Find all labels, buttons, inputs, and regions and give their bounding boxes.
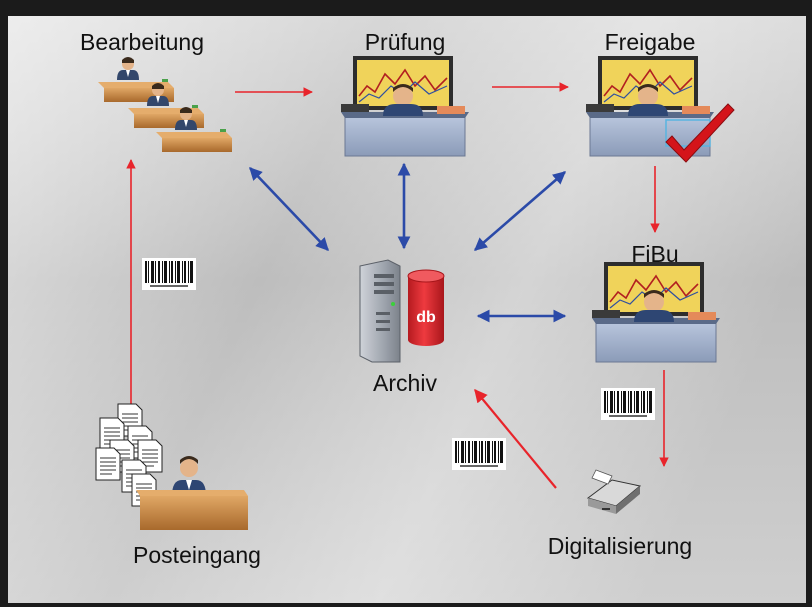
barcode-icon — [452, 438, 506, 470]
label-digitalisierung: Digitalisierung — [547, 533, 693, 559]
arrow-archiv-freigabe — [474, 171, 566, 251]
database-label: db — [416, 309, 436, 326]
arrow-archiv-bearbeitung — [249, 167, 329, 251]
label-bearbeitung: Bearbeitung — [79, 29, 205, 55]
database-icon — [407, 269, 445, 346]
approval-checkmark-icon — [665, 103, 735, 163]
fibu-workstation-icon — [591, 261, 721, 363]
label-archiv: Archiv — [373, 370, 437, 396]
red-flow-arrows — [126, 82, 669, 489]
pruefung-workstation-icon — [340, 55, 470, 157]
barcode-icon — [142, 258, 196, 290]
blue-exchange-arrows — [249, 162, 567, 323]
barcode-icon — [601, 388, 655, 420]
scanner-icon — [586, 469, 642, 514]
bearbeitung-desks-icon — [98, 57, 232, 152]
label-posteingang: Posteingang — [133, 542, 261, 568]
arrow-digitalisierung-to-archiv — [474, 388, 557, 489]
posteingang-clerk-desk-icon — [136, 456, 248, 530]
label-pruefung: Prüfung — [364, 29, 446, 55]
archive-server-icon — [359, 259, 401, 363]
label-fibu: FiBu — [631, 241, 679, 267]
label-freigabe: Freigabe — [604, 29, 696, 55]
